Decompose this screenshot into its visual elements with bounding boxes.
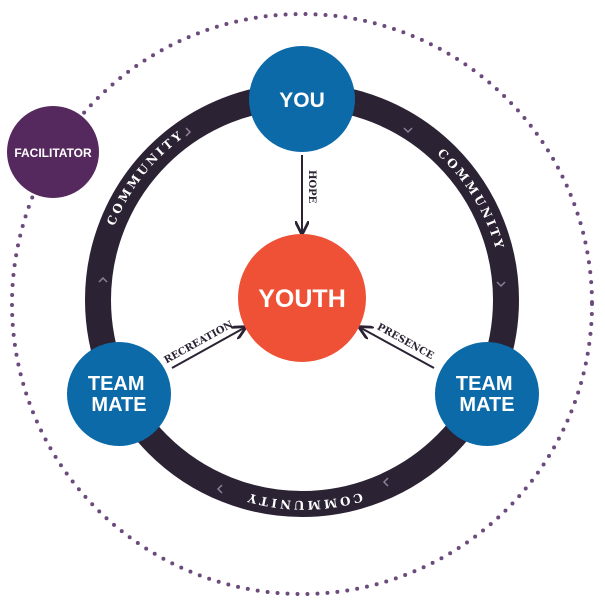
chevron-icon xyxy=(403,127,413,134)
node-youth: YOUTH xyxy=(238,234,366,362)
outer-dotted-ring xyxy=(10,12,594,596)
edge-label-hope: HOPE xyxy=(306,170,317,204)
node-youth-label: YOUTH xyxy=(258,285,346,313)
chevron-icon xyxy=(98,276,108,283)
node-teammate-left-label: TEAM MATE xyxy=(88,373,150,416)
arrow-recreation xyxy=(171,328,244,369)
node-facilitator: FACILITATOR xyxy=(7,106,99,198)
edge-label-recreation: RECREATION xyxy=(162,319,235,366)
chevron-icon xyxy=(382,477,389,487)
ring-chevron-icons xyxy=(98,127,506,494)
node-teammate-right-label: TEAM MATE xyxy=(456,373,518,416)
chevron-icon xyxy=(185,127,192,137)
node-you-label: YOU xyxy=(279,89,325,112)
edge-label-presence: PRESENCE xyxy=(375,322,436,362)
ring-label-right: COMMUNITY xyxy=(435,146,507,253)
node-you: YOU xyxy=(249,46,355,152)
ring-label-left: COMMUNITY xyxy=(104,127,187,227)
chevron-icon xyxy=(216,484,223,494)
arrow-presence xyxy=(361,328,435,369)
chevron-icon xyxy=(496,281,506,288)
node-facilitator-label: FACILITATOR xyxy=(14,146,92,160)
node-teammate-left: TEAM MATE xyxy=(67,342,171,446)
node-teammate-right: TEAM MATE xyxy=(435,342,539,446)
